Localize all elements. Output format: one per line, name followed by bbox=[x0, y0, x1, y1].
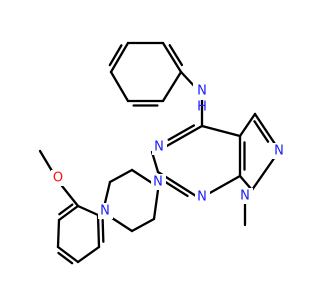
atom-layer: N H N N N N N bbox=[51, 83, 287, 219]
bond-8-second bbox=[167, 124, 196, 141]
bond-1-second bbox=[108, 44, 123, 67]
svg-text:N: N bbox=[197, 84, 207, 99]
amine-hydrogen: H bbox=[197, 100, 207, 115]
bond-22 bbox=[110, 216, 134, 233]
atom-n-pyrimidine-bottom: N bbox=[195, 189, 210, 205]
svg-text:N: N bbox=[153, 175, 163, 190]
bond-30 bbox=[96, 213, 101, 249]
bond-20 bbox=[108, 168, 134, 184]
bond-15-second bbox=[253, 120, 270, 143]
molecule-canvas: N H N N N N N bbox=[38, 41, 287, 265]
bond-17 bbox=[238, 174, 254, 192]
bond-24 bbox=[152, 188, 160, 221]
bond-2 bbox=[109, 70, 130, 103]
bond-19 bbox=[130, 168, 154, 185]
svg-text:N: N bbox=[274, 144, 284, 159]
atom-n-piperazine-left: N bbox=[98, 203, 113, 219]
bond-28-second bbox=[57, 251, 74, 265]
atom-n-pyrazole-eq: N bbox=[272, 143, 287, 159]
bond-layer bbox=[38, 41, 277, 265]
bond-32 bbox=[38, 149, 54, 173]
bond-5 bbox=[161, 41, 183, 74]
atom-n-piperazine-right: N bbox=[151, 174, 166, 190]
bond-14 bbox=[238, 112, 257, 138]
svg-text:N: N bbox=[240, 189, 250, 204]
bond-30-second bbox=[101, 218, 105, 243]
bond-9 bbox=[150, 150, 160, 174]
atom-o-methoxy: O bbox=[51, 170, 66, 186]
bond-31 bbox=[60, 184, 80, 208]
bond-16 bbox=[250, 155, 277, 192]
atom-n-pyrimidine-top: N bbox=[152, 139, 167, 155]
svg-text:N: N bbox=[100, 204, 110, 219]
bond-28 bbox=[56, 245, 80, 264]
bond-15 bbox=[253, 112, 277, 146]
svg-text:N: N bbox=[197, 190, 207, 205]
bond-13 bbox=[200, 124, 242, 138]
bond-27 bbox=[56, 218, 61, 249]
bond-26-second bbox=[58, 203, 74, 216]
bond-1 bbox=[109, 41, 130, 74]
bond-8 bbox=[163, 124, 204, 149]
bond-23 bbox=[130, 217, 156, 233]
structure-diagram: N H N N N N N bbox=[38, 41, 287, 265]
bond-11 bbox=[206, 174, 242, 196]
bond-29 bbox=[76, 245, 101, 264]
atom-n-pyrazole-methyl: N bbox=[238, 188, 253, 204]
bond-25 bbox=[76, 204, 100, 217]
bond-5-second bbox=[168, 44, 184, 67]
atom-n-amine: N H bbox=[193, 83, 211, 115]
bond-21 bbox=[103, 180, 112, 205]
svg-text:N: N bbox=[154, 140, 164, 155]
svg-text:O: O bbox=[53, 171, 63, 186]
bond-4 bbox=[161, 70, 183, 103]
bond-26 bbox=[57, 204, 80, 222]
